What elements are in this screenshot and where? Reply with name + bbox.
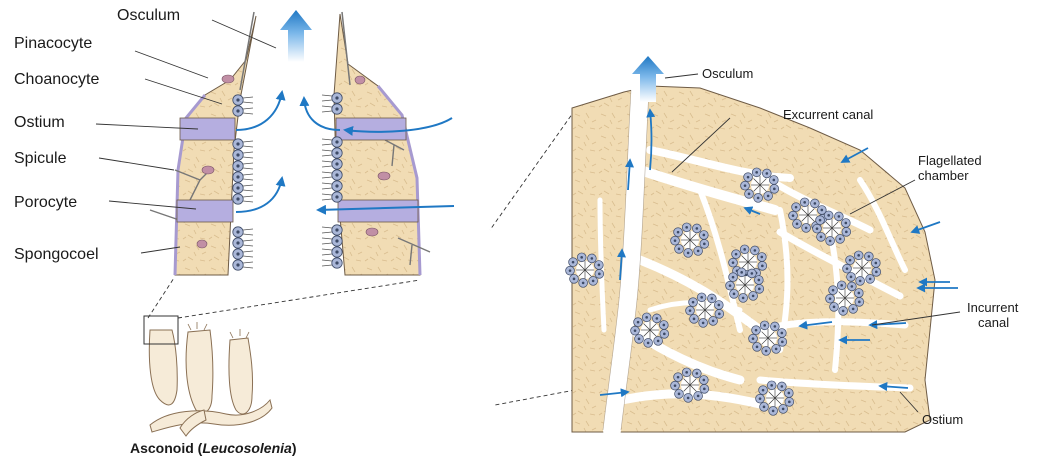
caption: Asconoid (Leucosolenia) <box>130 440 296 456</box>
label-spongocoel: Spongocoel <box>14 246 99 263</box>
leucosolenia-colony <box>149 330 272 436</box>
left-label-group: Osculum Pinacocyte Choanocyte Ostium Spi… <box>14 7 180 263</box>
label-choanocyte: Choanocyte <box>14 71 99 88</box>
label-chamber: chamber <box>918 168 969 183</box>
left-wall <box>175 16 256 275</box>
label-osculum: Osculum <box>117 7 180 24</box>
label-pinacocyte: Pinacocyte <box>14 35 92 52</box>
label-spicule: Spicule <box>14 150 67 167</box>
ostium-band-upper <box>180 118 406 140</box>
label-flagellated: Flagellated <box>918 153 982 168</box>
osculum-flow-arrow <box>280 10 312 62</box>
label-excurrent-canal: Excurrent canal <box>783 107 873 122</box>
label-ostium-right: Ostium <box>922 412 963 427</box>
ostium-band-lower <box>177 200 418 222</box>
label-incurrent: Incurrent <box>967 300 1019 315</box>
asconoid-section: Osculum Pinacocyte Choanocyte Ostium Spi… <box>14 7 454 456</box>
label-osculum-right: Osculum <box>702 66 753 81</box>
leuconoid-section: Osculum Excurrent canal Flagellated cham… <box>490 56 1019 432</box>
label-porocyte: Porocyte <box>14 194 77 211</box>
label-ostium: Ostium <box>14 114 65 131</box>
label-canal: canal <box>978 315 1009 330</box>
